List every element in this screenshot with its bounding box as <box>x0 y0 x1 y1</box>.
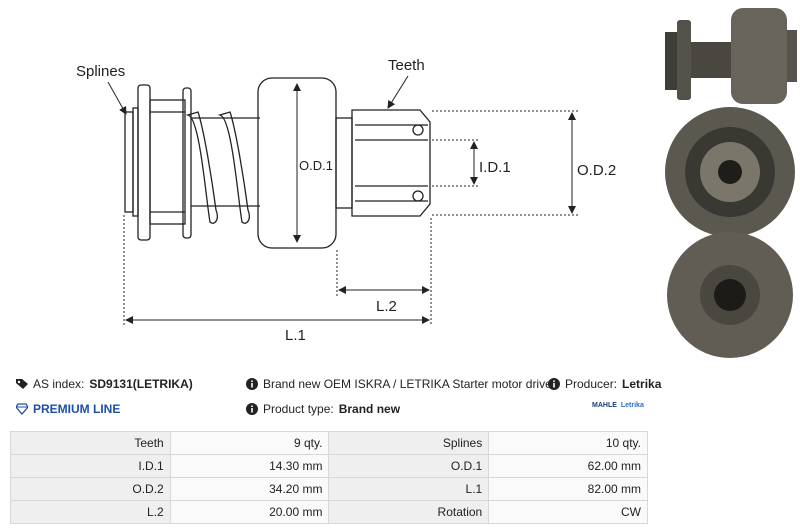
spec-label: L.1 <box>328 477 490 501</box>
product-photos <box>665 8 797 358</box>
front-view-photo <box>665 107 795 237</box>
spec-label: Splines <box>328 431 490 455</box>
description: Brand new OEM ISKRA / LETRIKA Starter mo… <box>246 377 552 391</box>
od2-label: O.D.2 <box>577 162 616 179</box>
as-index: AS index: SD9131(LETRIKA) <box>16 377 193 391</box>
spec-value: 34.20 mm <box>169 477 330 501</box>
diamond-icon <box>16 403 28 415</box>
mahle-logo: MAHLE <box>592 402 617 409</box>
spec-label: L.2 <box>10 500 171 524</box>
specs-table: Teeth 9 qty. Splines 10 qty. I.D.1 14.30… <box>10 431 648 524</box>
spec-label: O.D.2 <box>10 477 171 501</box>
spec-label: Rotation <box>328 500 490 524</box>
as-index-label: AS index: <box>33 377 85 391</box>
table-row: O.D.2 34.20 mm L.1 82.00 mm <box>10 477 648 501</box>
spec-value: 82.00 mm <box>488 477 648 501</box>
back-view-photo <box>667 232 793 358</box>
as-index-value: SD9131(LETRIKA) <box>89 377 193 391</box>
table-row: Teeth 9 qty. Splines 10 qty. <box>10 431 648 455</box>
producer-value: Letrika <box>622 377 662 391</box>
spec-value: 62.00 mm <box>488 454 648 478</box>
spec-value: 10 qty. <box>488 431 648 455</box>
technical-drawing: Splines Teeth O.D.1 I.D.1 O.D.2 L.2 L.1 <box>76 57 616 344</box>
spec-value: 9 qty. <box>169 431 330 455</box>
od1-label: O.D.1 <box>299 158 333 173</box>
info-icon <box>246 378 258 390</box>
table-row: I.D.1 14.30 mm O.D.1 62.00 mm <box>10 454 648 478</box>
product-type-value: Brand new <box>338 402 401 416</box>
l2-label: L.2 <box>376 298 397 315</box>
product-type-label: Product type: <box>263 402 334 416</box>
premium-line: PREMIUM LINE <box>16 402 120 416</box>
premium-line-text: PREMIUM LINE <box>33 402 121 416</box>
description-text: Brand new OEM ISKRA / LETRIKA Starter mo… <box>263 377 552 391</box>
splines-label: Splines <box>76 63 125 80</box>
spec-value: 20.00 mm <box>169 500 330 524</box>
info-icon <box>548 378 560 390</box>
l1-label: L.1 <box>285 327 306 344</box>
producer: Producer: Letrika <box>548 377 661 391</box>
producer-label: Producer: <box>565 377 618 391</box>
id1-label: I.D.1 <box>479 159 511 176</box>
spec-value: 14.30 mm <box>169 454 330 478</box>
tag-icon <box>16 379 28 389</box>
spec-value: CW <box>488 500 648 524</box>
letrika-logo: Letrika <box>620 402 644 409</box>
spec-label: Teeth <box>10 431 171 455</box>
table-row: L.2 20.00 mm Rotation CW <box>10 500 648 524</box>
spec-label: O.D.1 <box>328 454 490 478</box>
spec-label: I.D.1 <box>10 454 171 478</box>
teeth-label: Teeth <box>388 57 425 74</box>
brand-logos: MAHLE Letrika <box>592 402 644 409</box>
info-icon <box>246 403 258 415</box>
side-view-photo <box>665 8 797 104</box>
product-type: Product type: Brand new <box>246 402 400 416</box>
